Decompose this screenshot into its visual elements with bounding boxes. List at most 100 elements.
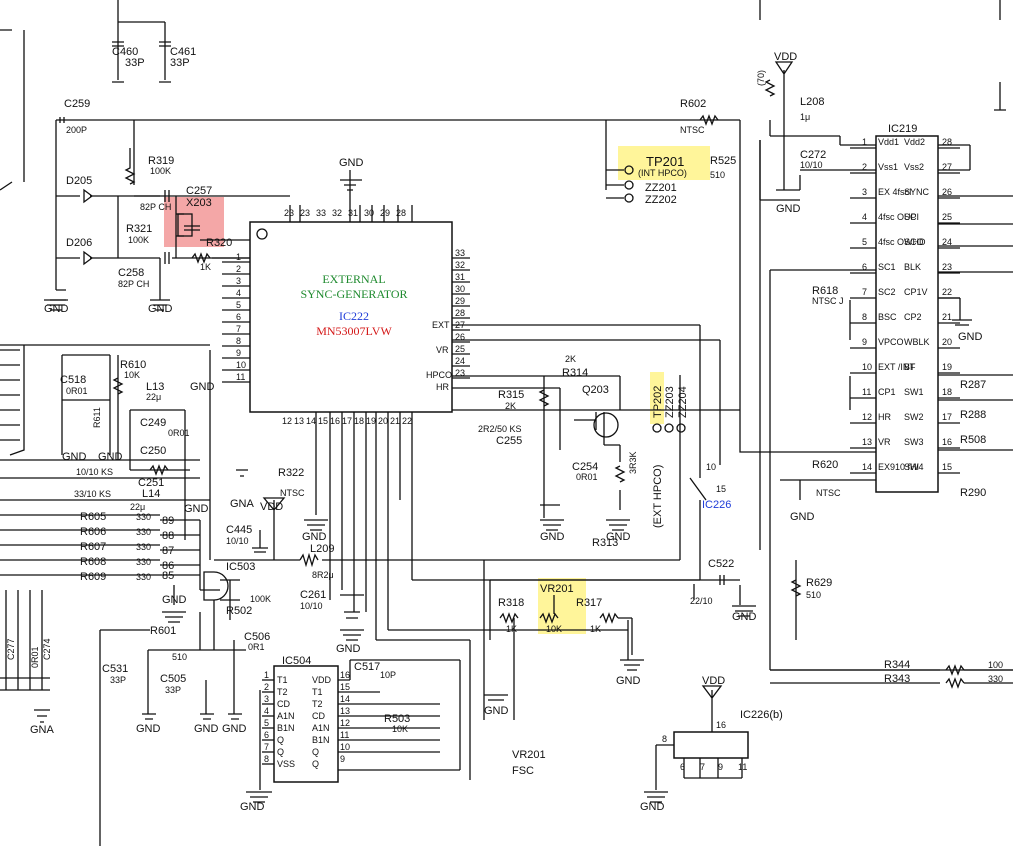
- ic219-right-pin-num: 18: [942, 387, 952, 397]
- c251-value: 33/10 KS: [74, 489, 111, 499]
- ic504-left-pin-num: 4: [264, 706, 269, 716]
- ic222-right-pin: 30: [455, 284, 465, 294]
- ic222-left-pin: 8: [236, 336, 241, 346]
- ic219-left-pin-num: 13: [862, 437, 872, 447]
- ic222-top-pin: 23: [284, 208, 294, 218]
- ic504-right-pin-num: 12: [340, 718, 350, 728]
- ic504-wires: [246, 560, 508, 803]
- r607-value: 330: [136, 542, 151, 552]
- ic222-top-pin: 32: [332, 208, 342, 218]
- r609-value: 330: [136, 572, 151, 582]
- ic219-right-pin-num: 26: [942, 187, 952, 197]
- r605-label: R605: [80, 511, 106, 523]
- gnd-label-q1: GND: [540, 531, 565, 543]
- ic222-right-pin: 32: [455, 260, 465, 270]
- c506-value: 0R1: [248, 642, 265, 652]
- ic222-right-pin: 31: [455, 272, 465, 282]
- ic222-block: EXTERNAL SYNC-GENERATOR IC222 MN53007LVW…: [249, 221, 453, 413]
- ic226b-wires: [644, 685, 743, 803]
- ic219-right-pin-num: 15: [942, 462, 952, 472]
- ic222-title1: EXTERNAL: [322, 272, 385, 286]
- ic222-left-pin: 9: [236, 348, 241, 358]
- ic222-part: MN53007LVW: [316, 324, 392, 338]
- c255-value: 2R2/50 KS: [478, 424, 522, 434]
- ic219-right-pin-num: 27: [942, 162, 952, 172]
- ic504-left-pin-name: T1: [277, 675, 288, 685]
- tp202-label: TP202: [652, 386, 664, 418]
- r525-value: 510: [710, 170, 725, 180]
- c517-value: 10P: [380, 670, 396, 680]
- c250-label: C250: [140, 445, 166, 457]
- ic504-left-pin-num: 7: [264, 742, 269, 752]
- r314-label: R314: [562, 367, 588, 379]
- ic219-left-pin-name: Vdd1: [878, 137, 899, 147]
- c460-label: C460: [112, 46, 138, 58]
- tp201-sub: (INT HPCO): [638, 168, 687, 178]
- r313-value: 3R3K: [628, 451, 638, 474]
- ic504-ref: IC504: [282, 655, 311, 667]
- c518-label: C518: [60, 374, 86, 386]
- ic219-left-pin-num: 5: [862, 237, 867, 247]
- ic504-right-pin-num: 13: [340, 706, 350, 716]
- c272-label: C272: [800, 149, 826, 161]
- ic222-top-pin: 31: [348, 208, 358, 218]
- ic222-bottom-pin: 12: [282, 416, 292, 426]
- ic222-left-pin: 7: [236, 324, 241, 334]
- ic219-right-pin-name: WBLK: [904, 337, 930, 347]
- ic222-title2: SYNC-GENERATOR: [300, 287, 407, 301]
- c505-value: 33P: [165, 685, 181, 695]
- c522-label: C522: [708, 558, 734, 570]
- tp201-wires: [452, 114, 741, 411]
- c461-label: C461: [170, 46, 196, 58]
- ic219-right-pin-name: BLK: [904, 262, 921, 272]
- r610-value: 10K: [124, 370, 140, 380]
- ic222-sig-ext: EXT: [432, 320, 450, 330]
- l13-label: L13: [146, 381, 164, 393]
- r318-value: 1K: [506, 624, 517, 634]
- r502-value: 100K: [250, 594, 271, 604]
- c522-value: 22/10: [690, 596, 713, 606]
- ic219-left-pin-num: 6: [862, 262, 867, 272]
- ic226b-pin6: 6: [680, 762, 685, 772]
- ic219-left-pin-name: SC1: [878, 262, 896, 272]
- ic226-pin10: 10: [706, 462, 716, 472]
- gnd-label-c261: GND: [336, 643, 361, 655]
- ic219-ref: IC219: [888, 123, 917, 135]
- ic219-right-pin-name: CP2: [904, 312, 922, 322]
- ic219-left-pin-num: 14: [862, 462, 872, 472]
- ic219-right-pin-num: 24: [942, 237, 952, 247]
- ic219-left-pin-num: 4: [862, 212, 867, 222]
- ic222-top-pin: 29: [380, 208, 390, 218]
- r343-value: 330: [988, 674, 1003, 684]
- gnd-label-r620: GND: [790, 511, 815, 523]
- r608-label: R608: [80, 556, 106, 568]
- vr201-wires: [489, 500, 802, 720]
- r611-label: R611: [92, 407, 102, 428]
- tp201-highlight: [618, 146, 710, 180]
- ic222-sig-hpco: HPCO: [426, 370, 452, 380]
- ic504-right-pin-num: 14: [340, 694, 350, 704]
- r601-value: 510: [172, 652, 187, 662]
- ic504-left-pin-num: 2: [264, 682, 269, 692]
- ic219-right-pin-name: SYNC: [904, 187, 930, 197]
- ic504-left-pin-num: 6: [264, 730, 269, 740]
- gnd-label-l3: GND: [190, 381, 215, 393]
- ic219-left-pin-name: EX910 fHI: [878, 462, 919, 472]
- ic222-bottom-pin: 20: [378, 416, 388, 426]
- x203-crystal: [177, 213, 193, 237]
- vr201-fsc-1: VR201: [512, 749, 546, 761]
- ic222-sig-vr: VR: [436, 345, 449, 355]
- vdd-label-c445: VDD: [260, 501, 283, 513]
- c254-value: 0R01: [576, 472, 598, 482]
- ic226b-pin7: 7: [700, 762, 705, 772]
- r344-value: 100: [988, 660, 1003, 670]
- r618-label: R618: [812, 285, 838, 297]
- c259-label: C259: [64, 98, 90, 110]
- top-left-wires: [44, 0, 740, 311]
- ic504-right-pin-num: 11: [340, 730, 349, 740]
- r620-label: R620: [812, 459, 838, 471]
- ic222-left-pin: 2: [236, 264, 241, 274]
- ic504-right-pin-num: 9: [340, 754, 345, 764]
